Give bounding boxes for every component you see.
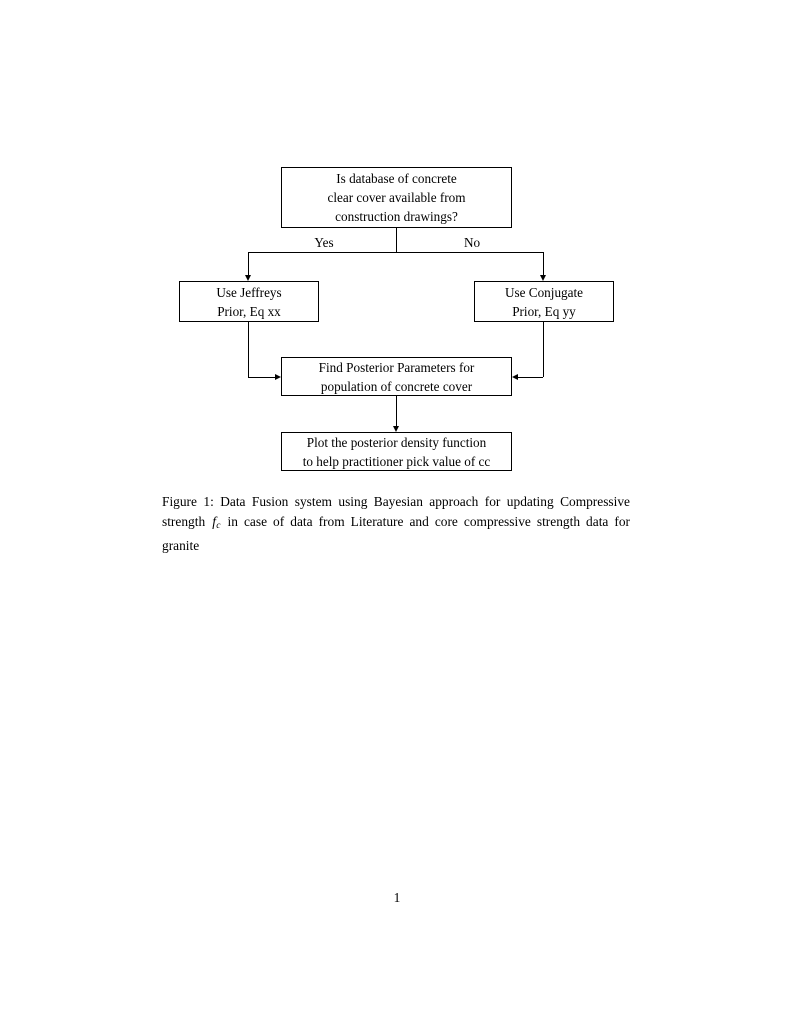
flow-node-find-posterior: Find Posterior Parameters for population… [281, 357, 512, 396]
connector-jeffreys-right [248, 377, 275, 378]
flow-node-jeffreys-prior: Use Jeffreys Prior, Eq xx [179, 281, 319, 322]
connector-conjugate-left [518, 377, 543, 378]
arrowhead-conjugate-to-posterior [512, 373, 518, 380]
figure-caption-math-fc: fc [211, 513, 221, 532]
flow-node-question-line3: construction drawings? [335, 209, 458, 224]
flow-node-conjugate-line1: Use Conjugate [504, 284, 583, 300]
figure-caption: Figure 1: Data Fusion system using Bayes… [162, 492, 630, 555]
figure-caption-text-after: in case of data from Literature and core… [162, 513, 631, 553]
flow-node-posterior-line1: Find Posterior Parameters for [318, 359, 475, 375]
flow-node-plot-density: Plot the posterior density function to h… [281, 432, 512, 471]
flow-node-plot-line2: to help practitioner pick value of cc [302, 453, 491, 469]
connector-no-drop [543, 252, 544, 275]
math-base: f [212, 513, 216, 529]
flow-node-conjugate-prior: Use Conjugate Prior, Eq yy [474, 281, 614, 322]
arrowhead-yes-to-jeffreys [244, 275, 251, 281]
math-subscript: c [216, 520, 221, 532]
figure-caption-text-before: Data Fusion system using Bayesian approa… [162, 494, 630, 529]
arrowhead-posterior-to-plot [392, 426, 399, 432]
figure-flowchart: Is database of concrete clear cover avai… [0, 0, 794, 490]
connector-conjugate-down [543, 322, 544, 377]
flow-node-posterior-line2: population of concrete cover [320, 378, 473, 394]
arrowhead-no-to-conjugate [539, 275, 546, 281]
branch-label-no: No [446, 235, 498, 250]
connector-yes-drop [248, 252, 249, 275]
page-number: 1 [393, 890, 401, 905]
flow-node-conjugate-line2: Prior, Eq yy [512, 303, 576, 319]
connector-posterior-to-plot [396, 396, 397, 426]
branch-label-yes: Yes [296, 235, 352, 250]
connector-split-bar [248, 252, 544, 253]
flow-node-jeffreys-line1: Use Jeffreys [216, 284, 282, 300]
flow-node-question: Is database of concrete clear cover avai… [281, 167, 512, 228]
flow-node-question-line2: clear cover available from [327, 190, 466, 205]
connector-question-stem [396, 228, 397, 252]
figure-caption-label: Figure 1: [162, 494, 214, 509]
flow-node-plot-line1: Plot the posterior density function [306, 434, 487, 450]
flow-node-jeffreys-line2: Prior, Eq xx [217, 303, 281, 319]
arrowhead-jeffreys-to-posterior [275, 373, 281, 380]
connector-jeffreys-down [248, 322, 249, 377]
flow-node-question-line1: Is database of concrete [336, 171, 457, 186]
